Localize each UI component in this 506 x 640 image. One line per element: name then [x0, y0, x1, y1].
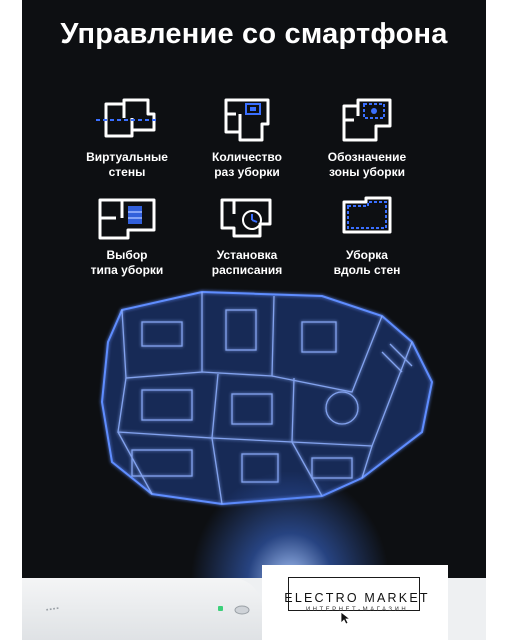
logo-title: ELECTRO MARKET — [284, 591, 430, 605]
logo-subtitle: ИНТЕРНЕТ-МАГАЗИН — [305, 607, 409, 613]
promo-panel: Управление со смартфона Виртуальные стен… — [22, 0, 486, 640]
cleaning-type-icon — [98, 198, 156, 240]
cursor-icon — [340, 611, 352, 625]
store-logo: ELECTRO MARKET ИНТЕРНЕТ-МАГАЗИН — [262, 565, 448, 640]
feature-cleaning-count: Количество раз уборки — [182, 96, 312, 180]
device-engraving: ▪▪▪▪ — [45, 605, 61, 614]
feature-zone-marking: Обозначение зоны уборки — [302, 96, 432, 180]
status-led-icon — [218, 605, 250, 615]
feature-schedule: Установка расписания — [182, 194, 312, 278]
feature-wall-cleaning: Уборка вдоль стен — [302, 194, 432, 278]
feature-virtual-walls: Виртуальные стены — [62, 96, 192, 180]
virtual-walls-icon — [96, 98, 158, 138]
feature-cleaning-type: Выбор типа уборки — [62, 194, 192, 278]
house-hologram-image — [100, 290, 434, 506]
robot-vacuum-body: ▪▪▪▪ — [22, 578, 262, 640]
page-title: Управление со смартфона — [60, 18, 448, 50]
cleaning-count-icon — [224, 98, 270, 142]
robot-light-beam — [190, 470, 390, 580]
wall-cleaning-icon — [342, 196, 392, 234]
logo-frame — [288, 577, 420, 611]
zone-marking-icon — [342, 98, 392, 142]
schedule-icon — [220, 198, 272, 238]
